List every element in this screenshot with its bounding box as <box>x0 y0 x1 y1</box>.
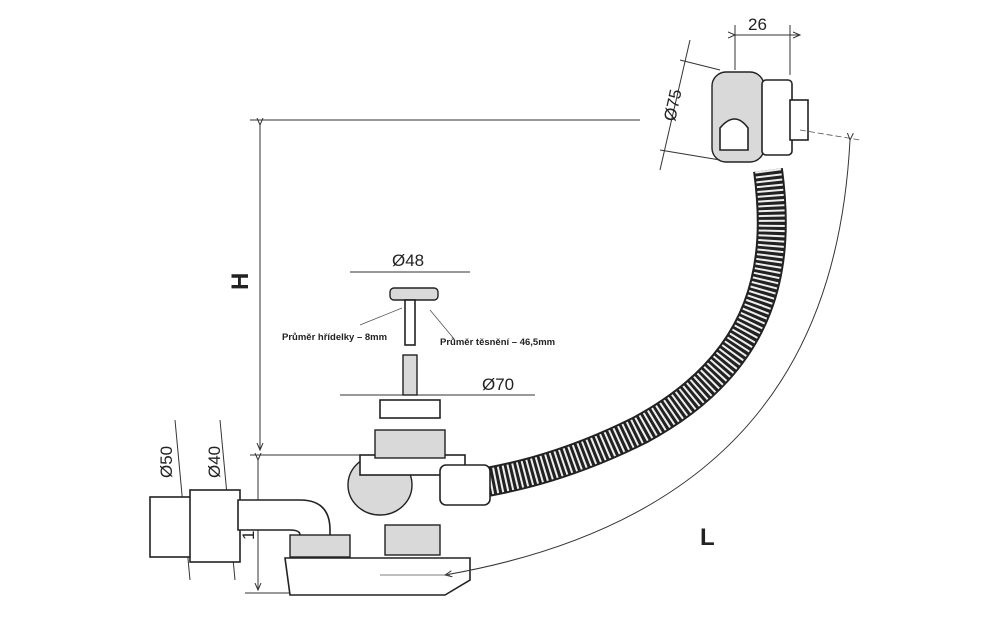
overflow-head: 26 Ø75 <box>659 15 861 171</box>
hose-length-dimension: L <box>380 140 850 575</box>
flange-diameter-label: Ø70 <box>482 375 514 394</box>
outlet-inner-diameter-label: Ø40 <box>205 446 224 478</box>
hose-length-label: L <box>700 524 715 551</box>
overflow-diameter-label: Ø75 <box>660 87 685 122</box>
overflow-depth-label: 26 <box>748 15 767 34</box>
height-dimension: H <box>227 120 640 456</box>
shaft-diameter-note: Průměr hřídelky – 8mm <box>282 332 387 343</box>
stopper: Ø48 Průměr hřídelky – 8mm Průměr těsnění… <box>282 251 555 396</box>
outlet-outer-diameter-label: Ø50 <box>157 446 176 478</box>
trap-body: Ø70 <box>284 375 535 596</box>
stopper-diameter-label: Ø48 <box>392 251 424 270</box>
height-label: H <box>227 273 254 290</box>
seal-diameter-note: Průměr těsnění – 46,5mm <box>440 337 555 348</box>
outlet-pipe <box>149 489 351 563</box>
